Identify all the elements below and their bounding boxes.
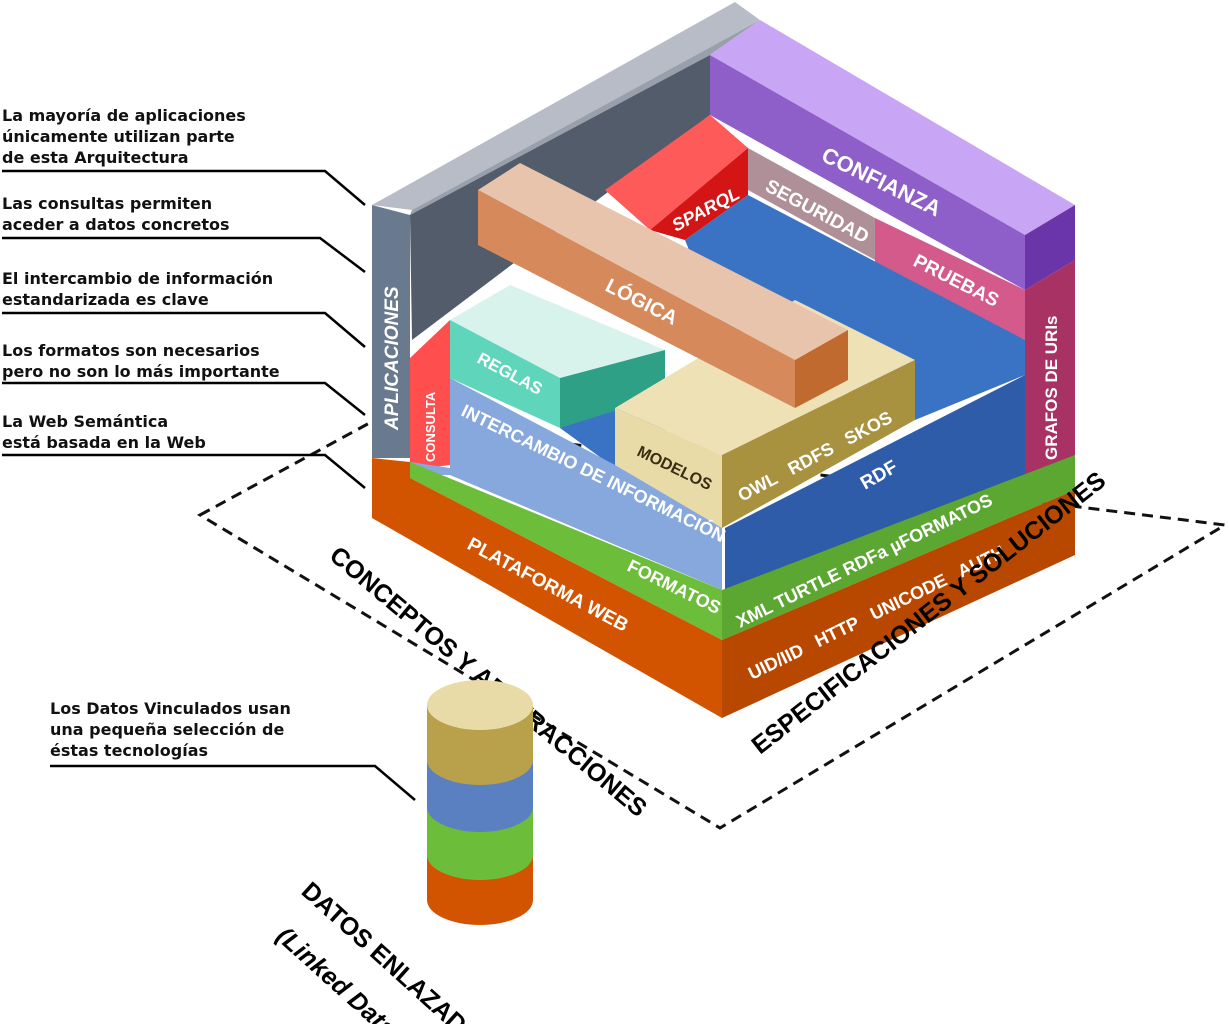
annotation-web: La Web Semántica está basada en la Web [2, 412, 366, 489]
base-dashed-outline [196, 418, 1229, 830]
rdf-block [725, 375, 1025, 590]
annotation-line: de esta Arquitectura [2, 148, 189, 167]
aplicaciones-block [372, 205, 410, 458]
annotation-line: La Web Semántica [2, 412, 168, 431]
annotation-intercambio: El intercambio de información estandariz… [2, 269, 366, 348]
logica-top [478, 163, 848, 360]
frame-top-shade [410, 20, 760, 215]
grafos-block [1025, 260, 1075, 482]
sparql-top [605, 115, 748, 230]
annotation-line: está basada en la Web [2, 433, 206, 452]
leader-line [2, 169, 366, 206]
annotation-line: aceder a datos concretos [2, 215, 230, 234]
annotation-line: La mayoría de aplicaciones [2, 106, 246, 125]
annotation-line: Los Datos Vinculados usan [50, 699, 291, 718]
annotation-line: pero no son lo más importante [2, 362, 280, 381]
annotation-line: Los formatos son necesarios [2, 341, 260, 360]
formatos-block [410, 462, 722, 640]
rdf-back-area [685, 195, 1025, 420]
logica-side [795, 330, 848, 408]
frame-top [372, 2, 760, 210]
leader-line [2, 381, 366, 416]
grafos-label: GRAFOS DE URIs [1042, 315, 1061, 460]
leader-line [2, 236, 366, 273]
aplicaciones-label: APLICACIONES [382, 286, 403, 431]
confianza-top [710, 20, 1075, 235]
confianza-side [1025, 205, 1075, 290]
annotation-line: únicamente utilizan parte [2, 127, 235, 146]
annotation-line: El intercambio de información [2, 269, 273, 288]
logica-block [478, 190, 795, 408]
annotation-line: éstas tecnologías [50, 741, 208, 760]
annotation-linked-data: Los Datos Vinculados usan una pequeña se… [50, 699, 416, 801]
pruebas-block [875, 218, 1025, 340]
annotation-line: estandarizada es clave [2, 290, 209, 309]
formatos-list-block [722, 455, 1075, 640]
plataforma-block [372, 458, 722, 718]
leader-line [2, 453, 366, 489]
annotation-consultas: Las consultas permiten aceder a datos co… [2, 194, 366, 273]
leader-line [2, 311, 366, 348]
annotation-line: Las consultas permiten [2, 194, 212, 213]
consulta-block [410, 320, 450, 470]
linked-data-cylinder [427, 680, 533, 925]
owl-rdfs-skos-block [722, 360, 915, 528]
seguridad-block [748, 148, 875, 260]
reglas-front [450, 320, 560, 428]
cylinder-top-cap [427, 680, 533, 730]
annotation-aplicaciones: La mayoría de aplicaciones únicamente ut… [2, 106, 366, 206]
annotation-formatos: Los formatos son necesarios pero no son … [2, 341, 366, 416]
modelos-block [615, 408, 722, 528]
reglas-top [450, 285, 665, 378]
annotation-line: una pequeña selección de [50, 720, 284, 739]
plataforma-list-block [722, 490, 1075, 718]
consulta-label: CONSULTA [423, 391, 438, 462]
sparql-block [650, 148, 748, 240]
confianza-block [710, 55, 1025, 290]
leader-line [50, 764, 416, 801]
intercambio-block [450, 378, 722, 590]
